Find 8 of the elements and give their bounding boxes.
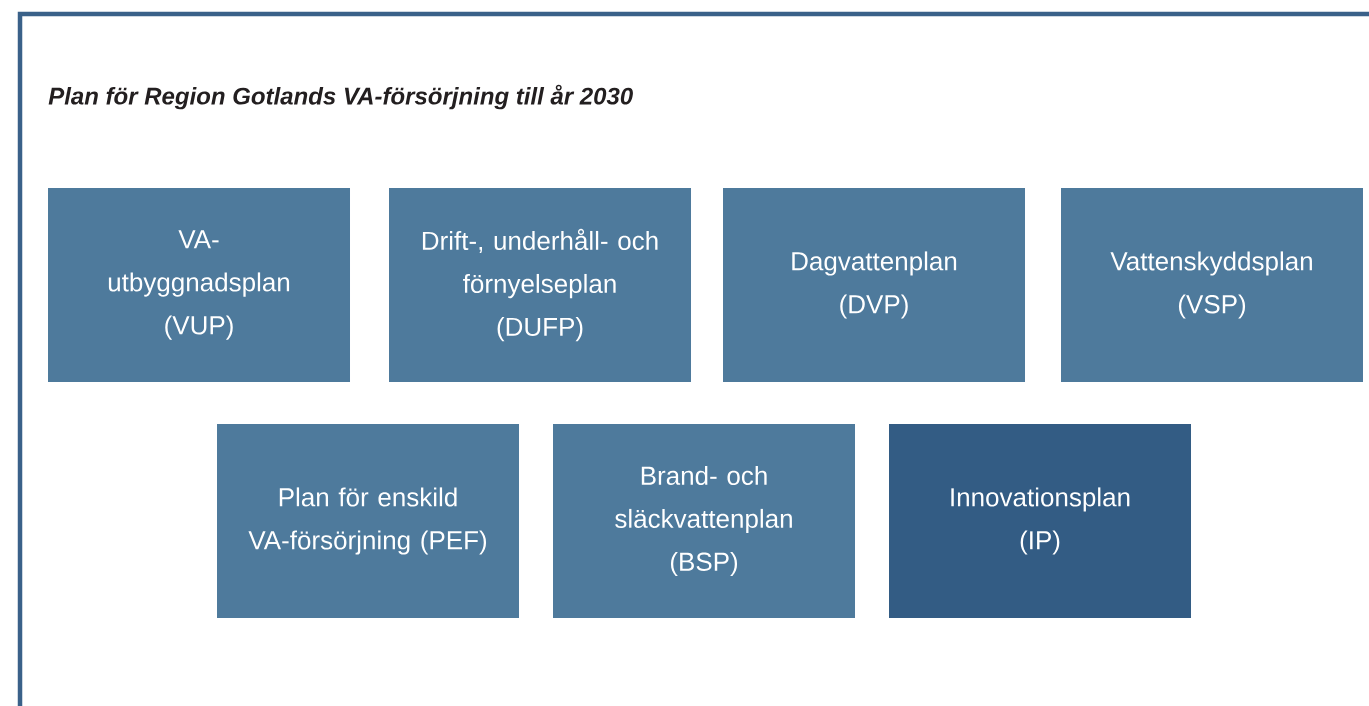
plan-box: VA-utbyggnadsplan (VUP) (48, 188, 350, 382)
plan-box: Brand- och släckvattenplan (BSP) (553, 424, 855, 618)
plan-box: Drift-, underhåll- och förnyelseplan (DUFP) (389, 188, 691, 382)
plan-box: Innovationsplan (IP) (889, 424, 1191, 618)
plan-box: Dagvattenplan (DVP) (723, 188, 1025, 382)
plan-box: Vattenskyddsplan (VSP) (1061, 188, 1363, 382)
plan-box: Plan för enskild VA-försörjning (PEF) (217, 424, 519, 618)
title: Plan för Region Gotlands VA-försörjning till år 2030 (48, 84, 633, 110)
